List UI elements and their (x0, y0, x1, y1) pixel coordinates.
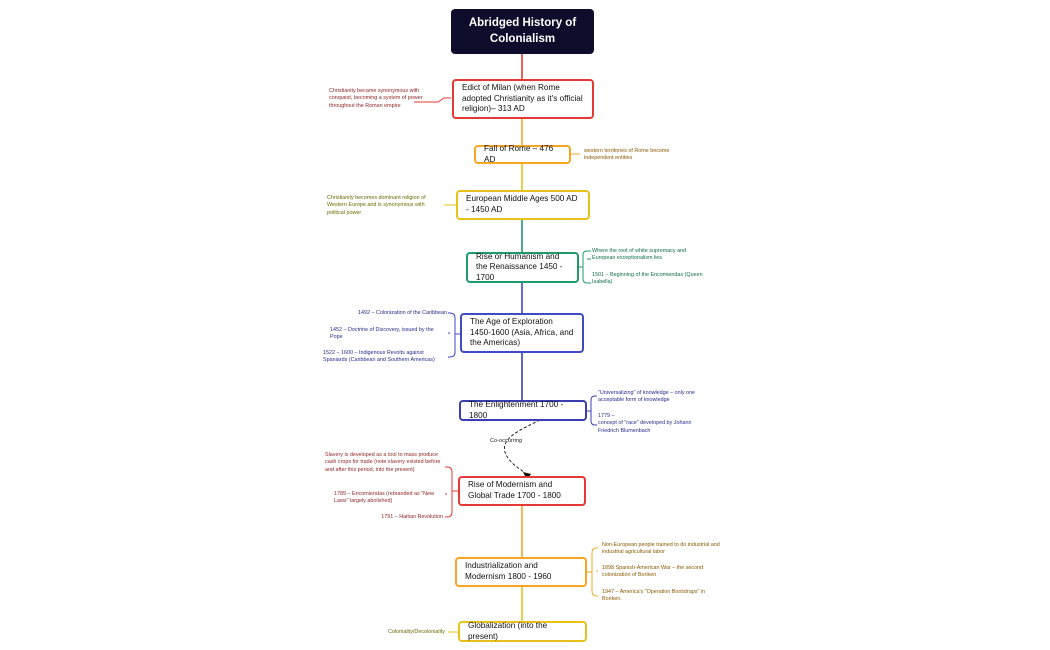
exploration-bracket (448, 312, 460, 358)
note-middle-ages: Christianity becomes dominant religion o… (327, 195, 426, 216)
node-modernism-label: Rise of Modernism and Global Trade 1700 … (468, 480, 561, 500)
root-title: Abridged History of Colonialism (468, 16, 577, 45)
node-exploration-label: The Age of Exploration 1450-1600 (Asia, … (470, 317, 574, 348)
node-edict-label: Edict of Milan (when Rome adopted Christ… (462, 83, 583, 114)
note-modernism-3: 1791 – Haitian Revolution (381, 514, 443, 520)
enlightenment-bracket (587, 395, 597, 426)
note-exploration-2: 1452 – Doctrine of Discovery, issued by … (330, 327, 434, 341)
note-exploration-1: 1492 – Colonization of the Caribbean (357, 310, 447, 316)
node-edict-of-milan[interactable]: Edict of Milan (when Rome adopted Christ… (452, 79, 594, 119)
note-renaissance-1: Where the root of white supremacy and Eu… (592, 248, 687, 262)
note-enlightenment-1: "Universalizing" of knowledge – only one… (598, 390, 696, 404)
node-renaissance-label: Rise or Humanism and the Renaissance 145… (476, 251, 563, 282)
node-enlightenment[interactable]: The Enlightenment 1700 - 1800 (459, 400, 587, 421)
node-renaissance[interactable]: Rise or Humanism and the Renaissance 145… (466, 252, 579, 283)
modernism-bracket (445, 466, 458, 518)
edict-note-connector (414, 97, 451, 103)
note-renaissance-2: 1501 – Beginning of the Encomiendas (Que… (592, 272, 703, 286)
node-middle-ages[interactable]: European Middle Ages 500 AD - 1450 AD (456, 190, 590, 220)
industrial-bracket (587, 547, 598, 597)
node-fall-of-rome[interactable]: Fall of Rome – 476 AD (474, 143, 571, 164)
note-edict: Christianity became synonymous with conq… (329, 88, 423, 109)
note-globalization: Coloniality/Decoloniality (388, 629, 445, 635)
node-modernism-global-trade[interactable]: Rise of Modernism and Global Trade 1700 … (458, 476, 586, 506)
node-industrialization[interactable]: Industrialization and Modernism 1800 - 1… (455, 557, 587, 587)
note-enlightenment-2: 1779 – concept of "race" developed by Jo… (598, 413, 692, 434)
note-exploration-3: 1522 – 1600 – Indigenous Revolts against… (323, 350, 435, 364)
note-modernism-2: 1789 – Encomiendas (rebranded as "New La… (334, 491, 434, 505)
node-enlightenment-label: The Enlightenment 1700 - 1800 (469, 399, 564, 420)
relation-curve (504, 419, 541, 477)
node-middle-label: European Middle Ages 500 AD - 1450 AD (466, 194, 578, 214)
node-globalization[interactable]: Globalization (into the present) (458, 621, 587, 642)
node-fall-label: Fall of Rome – 476 AD (484, 143, 554, 164)
note-fall: western territories of Rome become indep… (584, 148, 670, 162)
note-industrial-3: 1947 – America's "Operation Bootstraps" … (602, 589, 706, 603)
root-title-node[interactable]: Abridged History of Colonialism (451, 9, 594, 54)
note-modernism-1: Slavery is developed as a tool to mass p… (325, 452, 441, 473)
node-global-label: Globalization (into the present) (468, 620, 548, 641)
node-age-of-exploration[interactable]: The Age of Exploration 1450-1600 (Asia, … (460, 313, 584, 353)
node-industrial-label: Industrialization and Modernism 1800 - 1… (465, 561, 552, 581)
note-industrial-1: Non-European people trained to do indust… (602, 542, 720, 556)
note-industrial-2: 1898 Spanish-American War – the second c… (602, 565, 704, 579)
relation-label: Co-occurring (490, 438, 523, 444)
renaissance-bracket (579, 250, 591, 284)
